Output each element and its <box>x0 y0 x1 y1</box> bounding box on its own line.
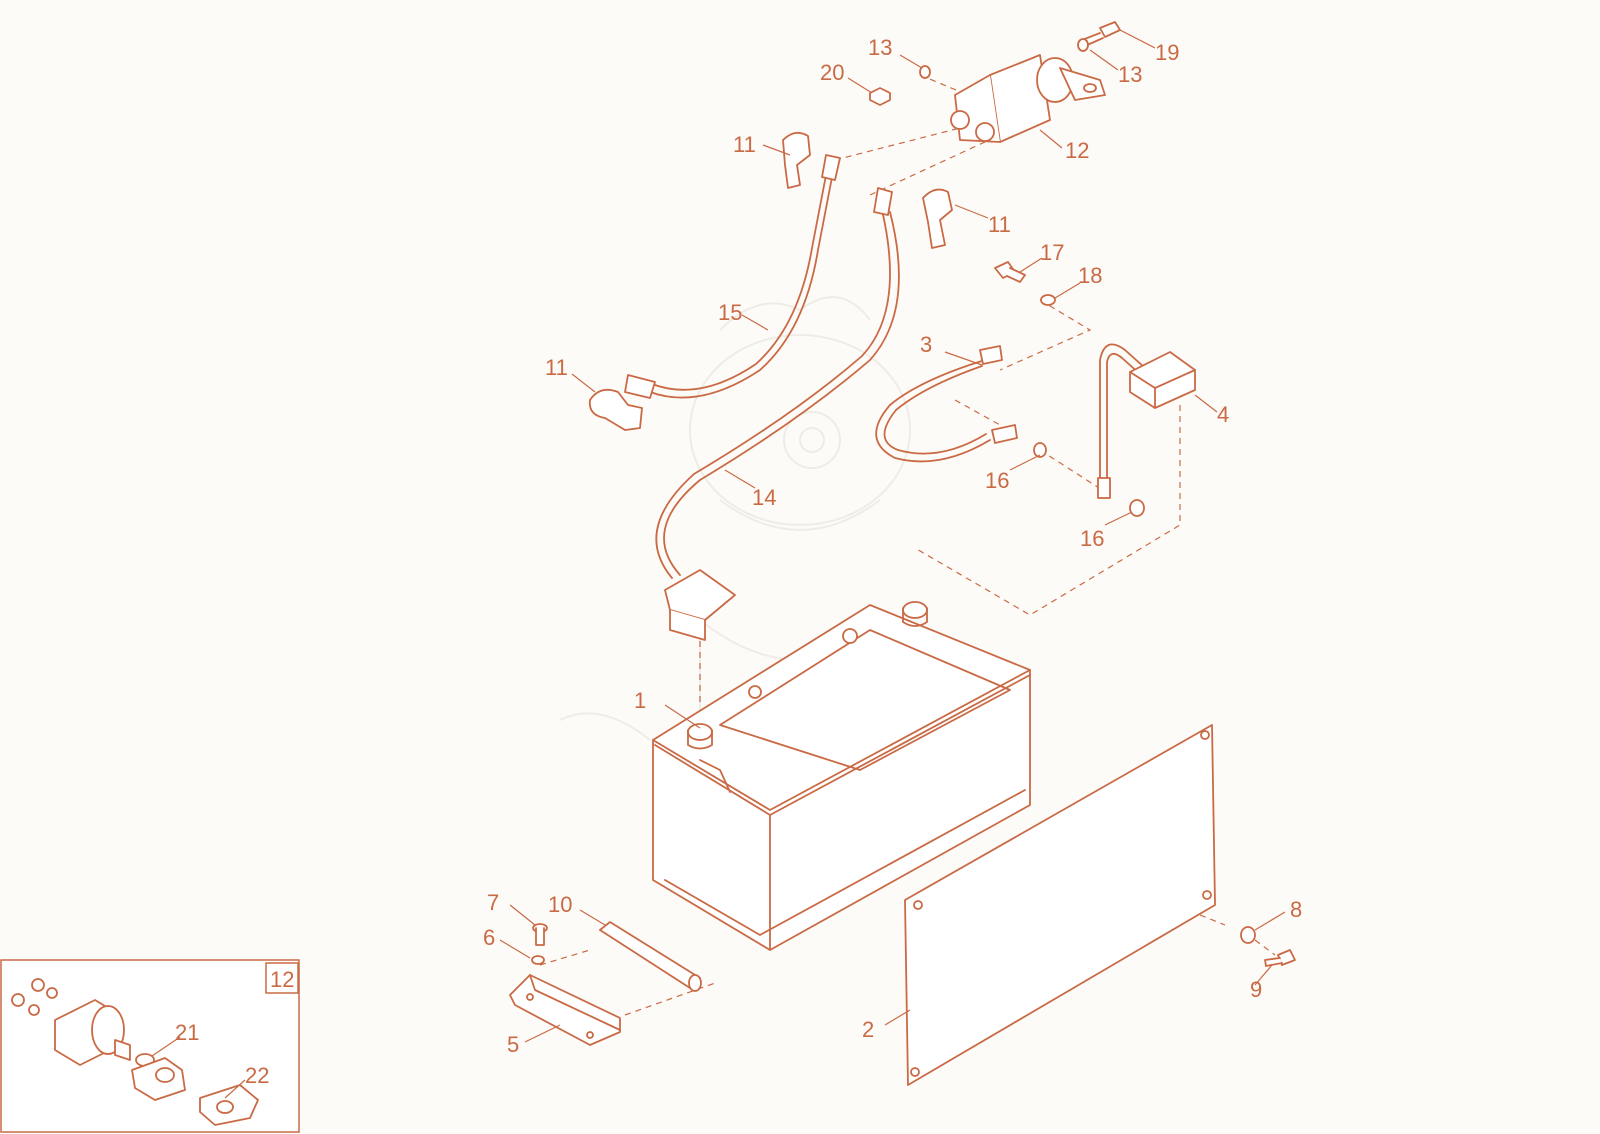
callout-12: 12 <box>1065 138 1089 163</box>
callout-21: 21 <box>175 1020 199 1045</box>
callout-22: 22 <box>245 1063 269 1088</box>
callout-17: 17 <box>1040 240 1064 265</box>
cable-14 <box>655 187 900 641</box>
isolator-switch <box>950 54 1106 143</box>
terminal-boots <box>588 131 953 431</box>
hold-down-bracket <box>509 974 621 1046</box>
callout-13-right: 13 <box>1118 62 1142 87</box>
callout-19: 19 <box>1155 40 1179 65</box>
callout-5: 5 <box>507 1032 519 1057</box>
callout-6: 6 <box>483 925 495 950</box>
callout-13-left: 13 <box>868 35 892 60</box>
leader-lines <box>499 29 1286 1043</box>
callout-10: 10 <box>548 892 572 917</box>
tray-plate <box>904 724 1216 1086</box>
callout-11-right: 11 <box>988 212 1011 237</box>
callout-7: 7 <box>487 890 499 915</box>
rubber-strip <box>599 921 702 992</box>
switch-hardware <box>869 21 1121 106</box>
callout-1: 1 <box>634 688 646 713</box>
callout-16-left: 16 <box>985 468 1009 493</box>
callout-16-right: 16 <box>1080 526 1104 551</box>
callout-3: 3 <box>920 332 932 357</box>
callout-4: 4 <box>1217 402 1229 427</box>
inset-badge <box>265 962 299 994</box>
callout-18: 18 <box>1078 263 1102 288</box>
inset-exploded-switch <box>11 978 259 1126</box>
cable-15 <box>624 154 841 399</box>
callout-9: 9 <box>1250 977 1262 1002</box>
cable-3 <box>875 345 1018 463</box>
cable-4 <box>1097 343 1196 499</box>
callout-2: 2 <box>862 1017 874 1042</box>
callout-20: 20 <box>820 60 844 85</box>
inset-part-12: 12 21 22 <box>0 959 300 1133</box>
inset-badge-label: 12 <box>270 967 294 992</box>
callout-11-top: 11 <box>733 132 756 157</box>
small-hardware <box>994 261 1145 517</box>
battery <box>652 601 1031 951</box>
callouts: 1 2 3 4 5 6 7 8 9 10 11 11 11 12 13 13 1… <box>483 35 1302 1057</box>
callout-8: 8 <box>1290 897 1302 922</box>
fasteners <box>531 923 1296 967</box>
callout-15: 15 <box>718 300 742 325</box>
callout-14: 14 <box>752 485 776 510</box>
callout-11-left: 11 <box>545 355 568 380</box>
